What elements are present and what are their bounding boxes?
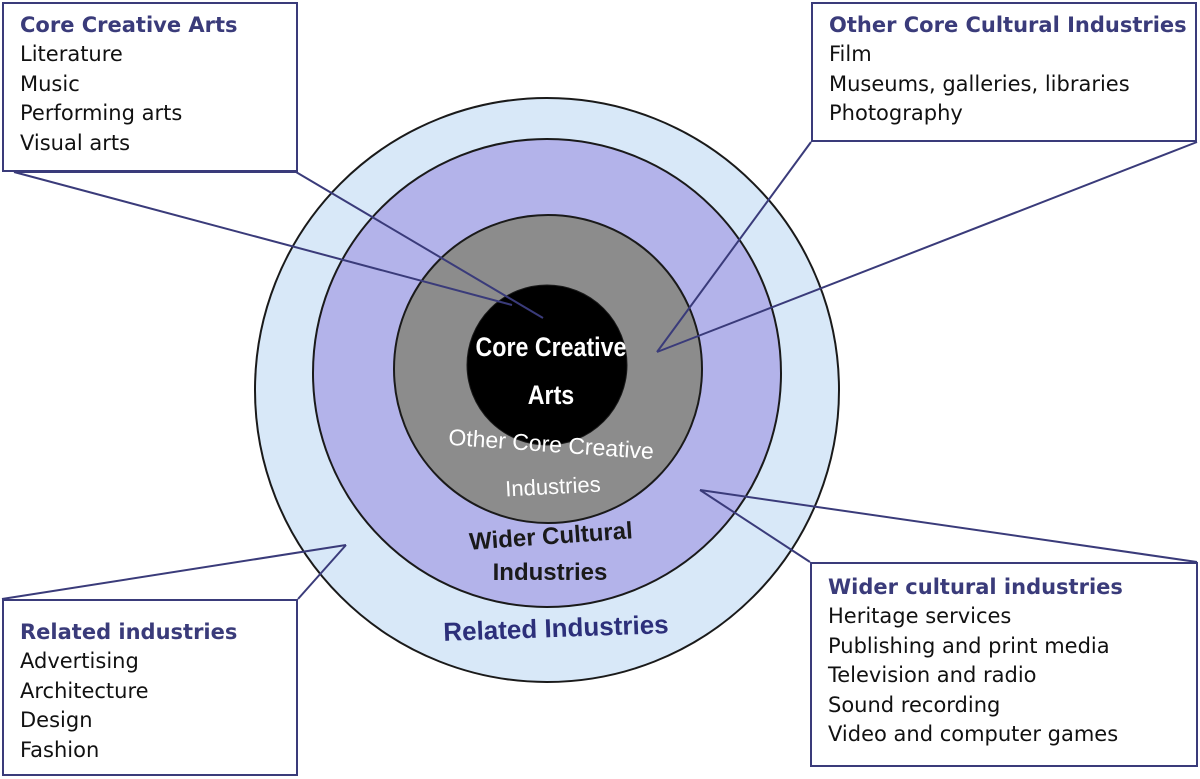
connector-wider-left (699, 489, 811, 563)
connector-wider (699, 489, 1198, 563)
wider-ring-label-line2: Industries (493, 559, 608, 586)
list-item: Heritage services (828, 604, 1012, 628)
list-item: Visual arts (20, 130, 131, 155)
core-creative-arts-box-title: Core Creative Arts (20, 13, 238, 37)
list-item: Television and radio (828, 663, 1037, 687)
core-creative-arts-circle (466, 284, 628, 446)
wider-cultural-box-title: Wider cultural industries (828, 575, 1123, 599)
connector-core-creative-arts (14, 171, 544, 319)
core-ring-label-line1: Core Creative (476, 332, 627, 362)
list-item: Museums, galleries, libraries (829, 71, 1130, 96)
list-item: Architecture (20, 678, 149, 703)
list-item: Sound recording (828, 692, 1001, 717)
wider-cultural-industries-box: Wider cultural industries Heritage servi… (810, 562, 1198, 767)
wider-cultural-list: Heritage services Publishing and print m… (828, 602, 1186, 750)
list-item: Film (829, 42, 872, 66)
list-item: Performing arts (20, 101, 183, 125)
list-item: Video and computer games (828, 722, 1119, 746)
related-industries-list: Advertising Architecture Design Fashion (20, 647, 286, 765)
core-creative-arts-box: Core Creative Arts Literature Music Perf… (2, 2, 298, 172)
other-core-cultural-box-title: Other Core Cultural Industries (829, 13, 1187, 37)
other-core-cultural-list: Film Museums, galleries, libraries Photo… (829, 40, 1185, 129)
connector-core-creative-arts-lower (13, 171, 513, 306)
list-item: Publishing and print media (828, 633, 1110, 658)
core-creative-arts-list: Literature Music Performing arts Visual … (20, 40, 286, 158)
related-industries-box-title: Related industries (20, 620, 238, 644)
connector-related (297, 544, 347, 600)
other-core-cultural-industries-box: Other Core Cultural Industries Film Muse… (811, 2, 1197, 142)
list-item: Design (20, 708, 93, 732)
list-item: Music (20, 71, 80, 96)
list-item: Advertising (20, 649, 139, 673)
list-item: Fashion (20, 737, 100, 762)
connector-other-core (656, 141, 812, 353)
list-item: Photography (829, 101, 963, 125)
related-industries-box: Related industries Advertising Architect… (2, 599, 298, 776)
connector-other-core-right (656, 141, 1198, 353)
list-item: Literature (20, 42, 123, 66)
connector-related-left (1, 544, 347, 600)
other-core-ring-label-line2: Industries (505, 472, 602, 502)
core-ring-label-line2: Arts (528, 380, 574, 410)
